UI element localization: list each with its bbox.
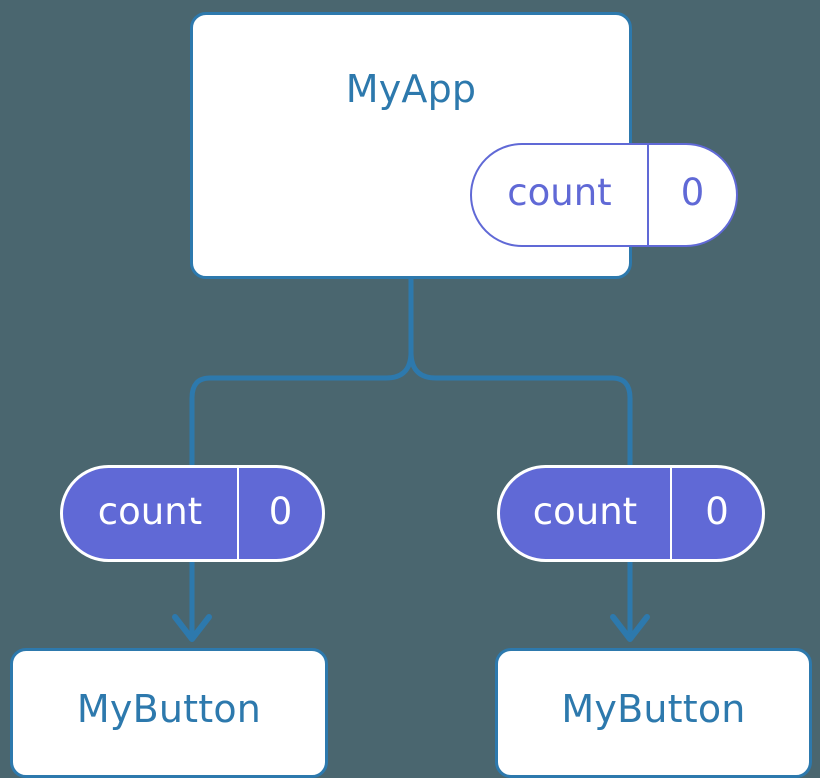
child-right-state-value: 0 bbox=[705, 489, 729, 533]
branch-right bbox=[408, 351, 633, 470]
child-left-state-value: 0 bbox=[268, 489, 293, 533]
root-state-key: count bbox=[472, 145, 649, 245]
arrowhead-right bbox=[610, 614, 650, 642]
child-component-card-right[interactable]: MyButton bbox=[495, 648, 812, 778]
child-state-pill-left[interactable]: count 0 bbox=[60, 465, 325, 562]
child-left-state-key: count bbox=[63, 468, 239, 559]
root-component-title: MyApp bbox=[345, 67, 477, 111]
child-left-title: MyButton bbox=[76, 687, 262, 731]
root-state-pill[interactable]: count 0 bbox=[470, 143, 738, 247]
branch-left bbox=[189, 351, 414, 470]
child-right-title: MyButton bbox=[561, 687, 746, 731]
child-state-pill-right[interactable]: count 0 bbox=[497, 465, 765, 562]
root-state-value: 0 bbox=[680, 171, 705, 214]
child-component-card-left[interactable]: MyButton bbox=[10, 648, 328, 778]
root-component-card[interactable]: MyApp count 0 bbox=[190, 12, 738, 279]
arrowhead-left bbox=[172, 614, 212, 642]
child-right-state-key: count bbox=[500, 468, 672, 559]
